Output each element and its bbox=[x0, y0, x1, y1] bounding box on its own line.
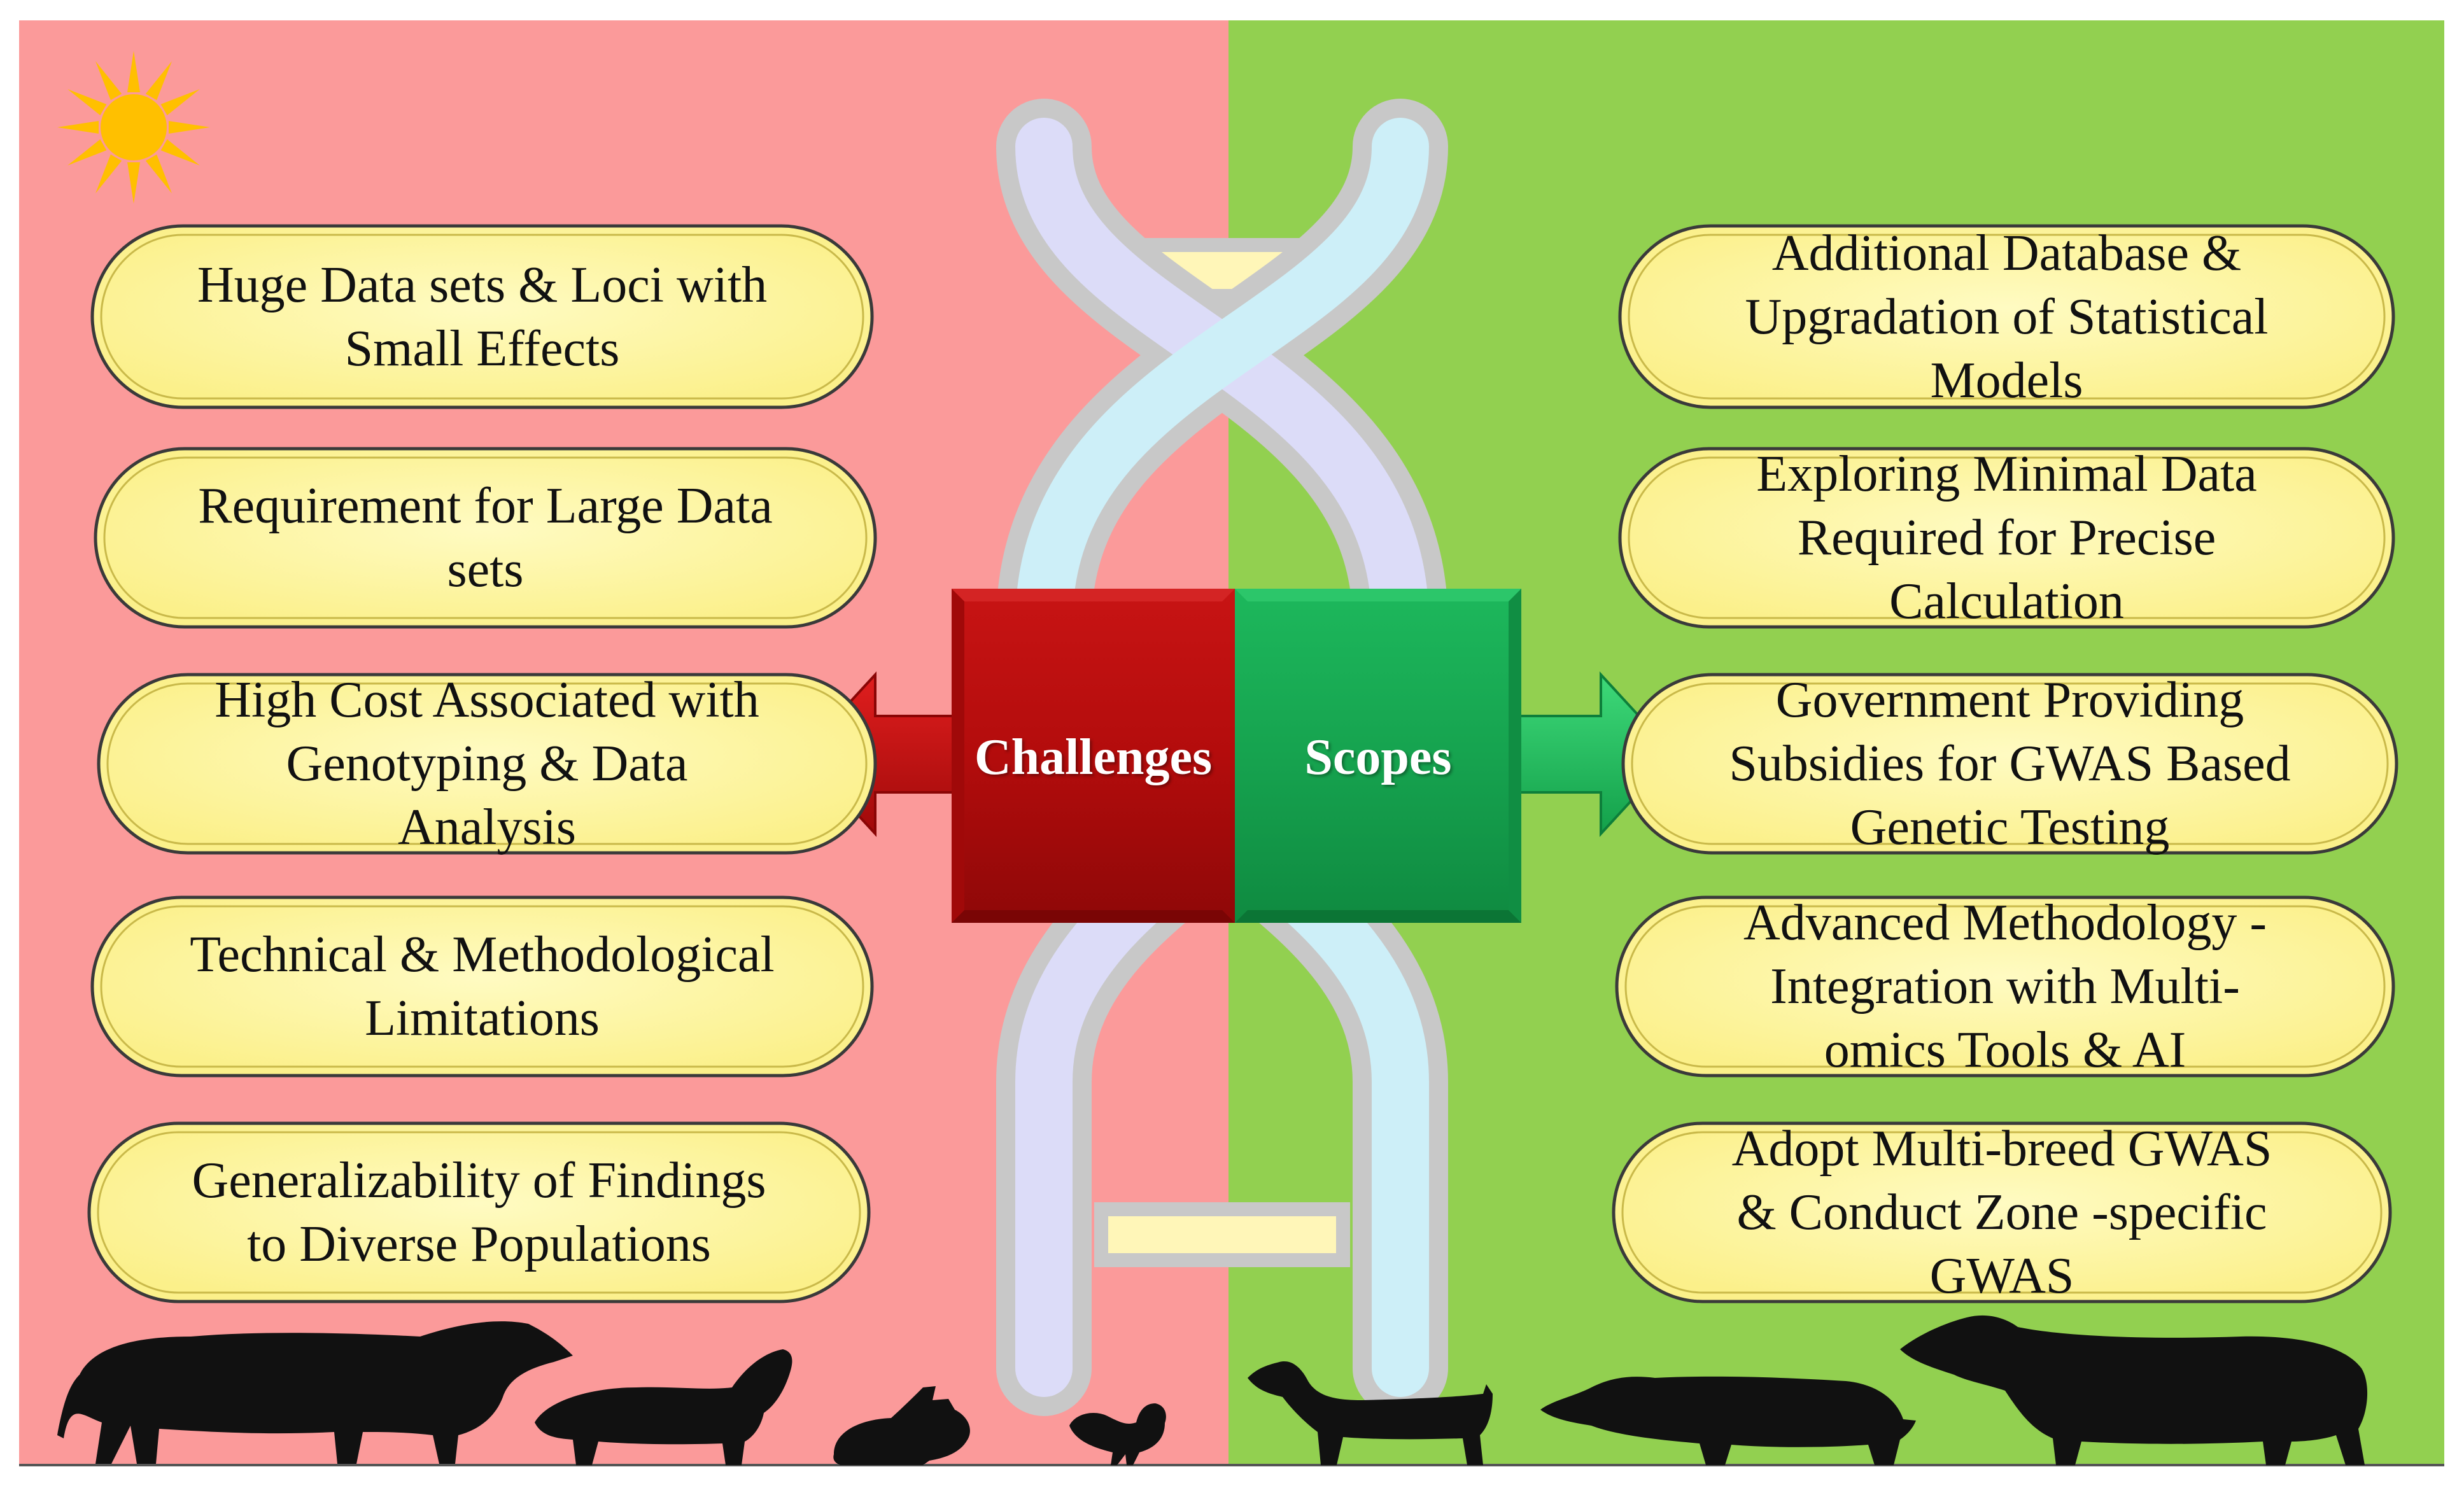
scope-item-text: Exploring Minimal Data Required for Prec… bbox=[1756, 446, 2257, 629]
cow-icon bbox=[57, 1321, 573, 1464]
challenge-item-2: Requirement for Large Data sets bbox=[95, 449, 875, 627]
chicken-icon bbox=[1069, 1403, 1166, 1465]
scope-pill-shape-3 bbox=[1621, 673, 2398, 855]
animal-silhouettes bbox=[57, 1315, 2368, 1465]
challenge-item-text: High Cost Associated with Genotyping & D… bbox=[215, 672, 759, 855]
scope-pill-shape-2 bbox=[1618, 447, 2395, 629]
scope-item-4: Advanced Methodology - Integration with … bbox=[1617, 895, 2393, 1078]
scope-item-text: Adopt Multi-breed GWAS & Conduct Zone -s… bbox=[1731, 1121, 2272, 1304]
scopes-label: Scopes bbox=[1304, 729, 1452, 785]
sheep-icon bbox=[535, 1349, 792, 1465]
challenge-pill-shape-2 bbox=[94, 447, 877, 629]
sun-icon bbox=[57, 51, 210, 204]
scope-item-1: Additional Database & Upgradation of Sta… bbox=[1620, 225, 2393, 409]
scope-item-text: Advanced Methodology - Integration with … bbox=[1743, 895, 2267, 1078]
scope-item-2: Exploring Minimal Data Required for Prec… bbox=[1620, 446, 2393, 629]
challenge-item-text: Requirement for Large Data sets bbox=[198, 478, 773, 598]
challenges-label: Challenges bbox=[974, 729, 1213, 785]
challenge-item-3: High Cost Associated with Genotyping & D… bbox=[99, 672, 875, 855]
pill-shapes bbox=[87, 224, 2398, 1303]
challenge-item-1: Huge Data sets & Loci with Small Effects bbox=[92, 226, 872, 407]
pig-icon bbox=[1540, 1376, 1916, 1465]
scope-pill-shape-5 bbox=[1612, 1121, 2392, 1303]
challenge-pill-shape-5 bbox=[87, 1121, 871, 1303]
scope-item-5: Adopt Multi-breed GWAS & Conduct Zone -s… bbox=[1614, 1121, 2390, 1304]
scope-item-text: Additional Database & Upgradation of Sta… bbox=[1745, 225, 2269, 409]
challenge-item-text: Huge Data sets & Loci with Small Effects bbox=[197, 256, 768, 377]
scope-pill-shape-4 bbox=[1615, 895, 2395, 1077]
challenge-pill-shape-3 bbox=[97, 673, 877, 855]
challenge-item-4: Technical & Methodological Limitations bbox=[92, 897, 872, 1076]
challenges-box bbox=[952, 589, 1235, 923]
scope-pill-shape-1 bbox=[1618, 224, 2395, 409]
goat-icon bbox=[1248, 1361, 1493, 1465]
rabbit-icon bbox=[833, 1386, 970, 1465]
challenge-pill-shape-1 bbox=[90, 224, 874, 409]
challenge-pill-shape-4 bbox=[90, 895, 874, 1077]
challenge-item-5: Generalizability of Findings to Diverse … bbox=[89, 1123, 869, 1302]
challenge-item-text: Technical & Methodological Limitations bbox=[190, 927, 775, 1046]
challenge-item-text: Generalizability of Findings to Diverse … bbox=[192, 1153, 766, 1272]
buffalo-icon bbox=[1900, 1315, 2368, 1465]
scope-item-text: Government Providing Subsidies for GWAS … bbox=[1729, 672, 2291, 855]
scope-item-3: Government Providing Subsidies for GWAS … bbox=[1623, 672, 2397, 855]
scopes-box bbox=[1235, 589, 1521, 923]
